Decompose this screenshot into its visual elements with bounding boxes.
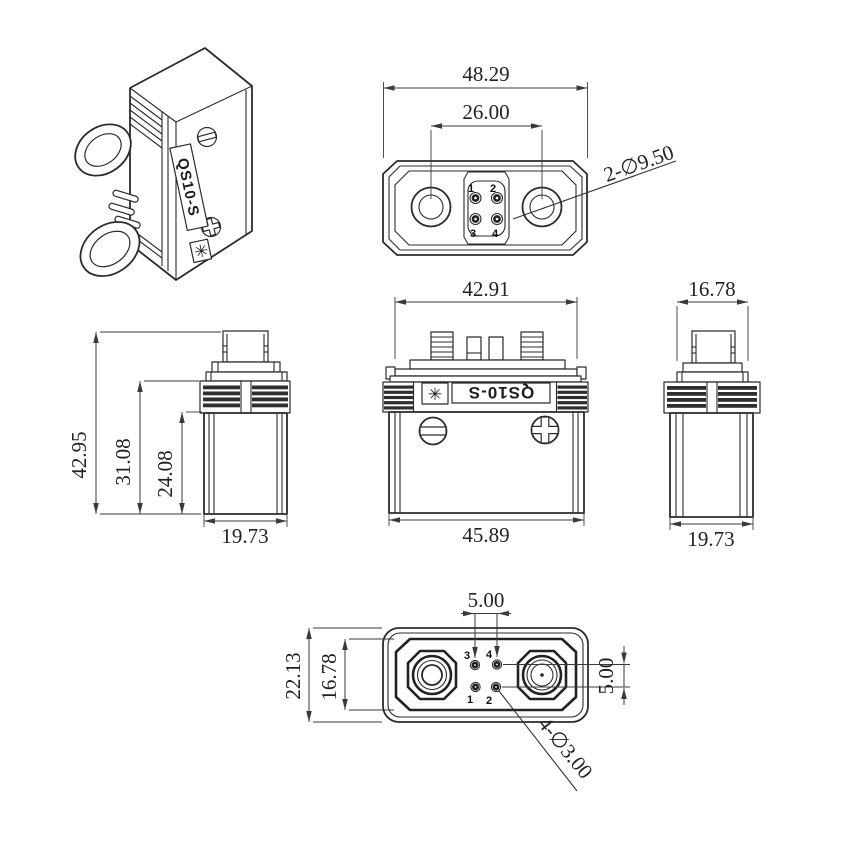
front-view: ✳ QS10-S — [382, 277, 589, 547]
dim-pin-pitch-vertical-text: 5.00 — [594, 658, 618, 695]
bottom-pin-2-label: 2 — [486, 695, 492, 707]
front-terminals — [430, 331, 544, 361]
top-pin-4-label: 4 — [492, 228, 499, 240]
dim-hole-spacing: 26.00 — [430, 100, 543, 199]
front-slotted-screw — [418, 416, 448, 446]
dim-right-top-width-text: 16.78 — [688, 277, 735, 301]
front-flange: ✳ QS10-S — [382, 381, 589, 413]
iso-slotted-screw — [196, 126, 218, 148]
front-star-symbol: ✳ — [428, 385, 442, 405]
front-body — [388, 411, 585, 514]
dim-overall-height: 42.95 — [67, 331, 221, 515]
iso-product-label: QS10-S — [169, 143, 209, 232]
dim-top-width-text: 48.29 — [462, 62, 509, 86]
iso-bottom-bullet-connector — [79, 221, 141, 277]
dim-right-top-width: 16.78 — [676, 277, 749, 361]
front-flange-ribs-left — [384, 385, 413, 410]
right-view-terminal-tab — [691, 330, 736, 364]
left-view-flange — [199, 380, 291, 414]
bottom-second-outline — [387, 632, 584, 718]
iso-star-badge: ✳ — [189, 238, 213, 264]
dim-front-bottom-width: 45.89 — [388, 513, 585, 547]
dim-hole-spacing-text: 26.00 — [462, 100, 509, 124]
top-pin-block: 1 2 3 4 — [463, 171, 510, 245]
isometric-view: QS10-S ✳ — [74, 47, 253, 281]
left-view-collar-2 — [205, 371, 288, 382]
top-pins — [469, 191, 504, 226]
top-pin-3-label: 3 — [470, 228, 476, 240]
left-view-body — [203, 412, 288, 515]
right-view-flange — [663, 381, 761, 414]
dim-pin-pitch-vertical: 5.00 — [502, 646, 630, 705]
bottom-outer-outline — [382, 627, 589, 723]
dim-front-top-width-text: 42.91 — [462, 277, 509, 301]
top-view: 1 2 3 4 48.29 26.00 2-∅9.50 — [382, 62, 677, 256]
dim-bottom-inner-height-text: 16.78 — [317, 653, 341, 700]
bottom-pin-4-label: 4 — [486, 649, 493, 661]
bottom-right-socket — [516, 649, 568, 701]
top-view-second-outline — [388, 165, 583, 251]
right-view-collar-1 — [682, 362, 743, 373]
front-collar-1 — [394, 368, 578, 377]
dim-left-bottom-width: 19.73 — [203, 514, 288, 548]
dim-overall-height-text: 42.95 — [67, 431, 91, 478]
dim-flange-top-height: 31.08 — [111, 380, 199, 514]
dim-flange-bottom-height-text: 24.08 — [153, 450, 177, 497]
front-flange-ribs-right — [557, 385, 587, 410]
front-product-label-text: QS10-S — [468, 383, 534, 402]
top-pin-1-label: 1 — [468, 183, 474, 195]
dim-pin-pitch-horizontal-text: 5.00 — [468, 588, 505, 612]
dim-front-top-width: 42.91 — [394, 277, 578, 359]
top-pin-2-label: 2 — [490, 183, 496, 195]
bottom-left-socket — [406, 649, 458, 701]
bottom-pin-1-label: 1 — [467, 694, 473, 706]
bottom-inner-octagon — [394, 637, 578, 712]
dim-bottom-overall-height: 22.13 — [281, 627, 382, 723]
iso-top-bullet-connector — [74, 123, 132, 177]
front-phillips-screw — [530, 415, 560, 445]
dim-flange-top-height-text: 31.08 — [111, 438, 135, 485]
front-plate — [409, 359, 566, 370]
right-view-collar-2 — [676, 371, 749, 383]
callout-hole-diameter: 2-∅9.50 — [512, 140, 677, 220]
bottom-pins: 3 4 1 2 — [464, 649, 503, 707]
dim-top-width: 48.29 — [383, 62, 588, 158]
right-view-body — [669, 412, 754, 518]
callout-hole-diameter-text: 2-∅9.50 — [600, 140, 676, 187]
top-view-inner-face — [394, 170, 577, 246]
bottom-view: 3 4 1 2 5.00 22.13 16.78 — [281, 588, 630, 792]
dim-flange-bottom-height: 24.08 — [153, 411, 202, 514]
dim-front-bottom-width-text: 45.89 — [462, 523, 509, 547]
dim-pin-pitch-horizontal: 5.00 — [461, 588, 511, 658]
iso-star-symbol: ✳ — [189, 242, 212, 260]
left-view-terminal-tab — [222, 330, 269, 363]
dim-bottom-overall-height-text: 22.13 — [281, 652, 305, 699]
left-side-view: 42.95 31.08 24.08 19.73 — [67, 330, 291, 548]
front-collar-2 — [389, 375, 582, 383]
top-view-outer-outline — [382, 160, 588, 256]
bottom-pin-3-label: 3 — [464, 650, 470, 662]
right-side-view: 16.78 19.73 — [663, 277, 761, 551]
left-view-collar-1 — [211, 361, 281, 373]
dim-left-bottom-width-text: 19.73 — [221, 524, 268, 548]
dim-bottom-inner-height: 16.78 — [317, 638, 394, 711]
front-product-label: QS10-S — [451, 382, 551, 404]
dim-right-bottom-width-text: 19.73 — [687, 527, 734, 551]
front-star-badge: ✳ — [421, 382, 449, 405]
dim-right-bottom-width: 19.73 — [669, 517, 754, 551]
